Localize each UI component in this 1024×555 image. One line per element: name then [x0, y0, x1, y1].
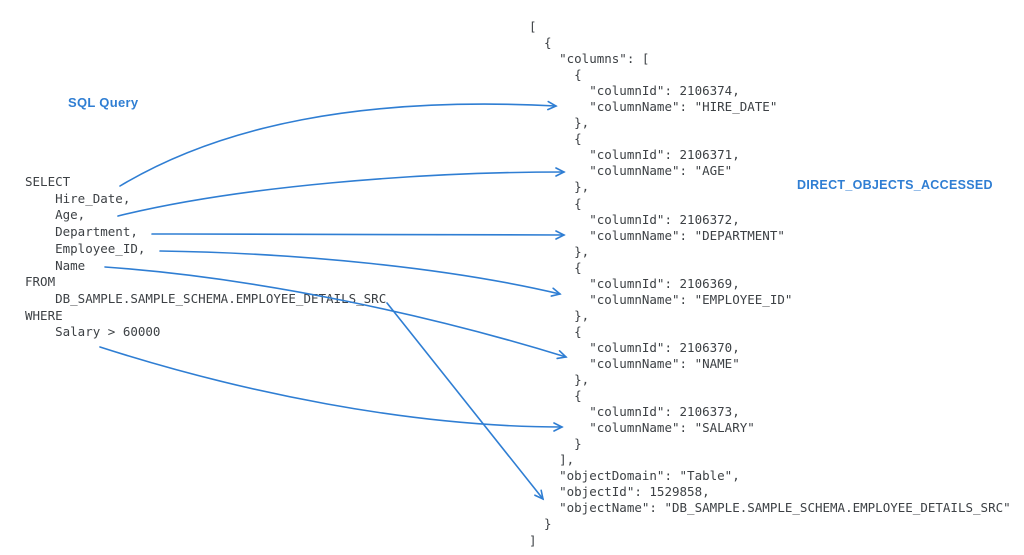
json-output-code: [ { "columns": [ { "columnId": 2106374, … [529, 19, 1011, 548]
arrow-salary-to-salary [99, 346, 564, 432]
sql-query-code: SELECT Hire_Date, Age, Department, Emplo… [25, 174, 387, 340]
direct-objects-accessed-label: DIRECT_OBJECTS_ACCESSED [797, 178, 993, 192]
sql-query-label: SQL Query [68, 95, 139, 110]
arrow-table-to-object-name [386, 302, 545, 501]
